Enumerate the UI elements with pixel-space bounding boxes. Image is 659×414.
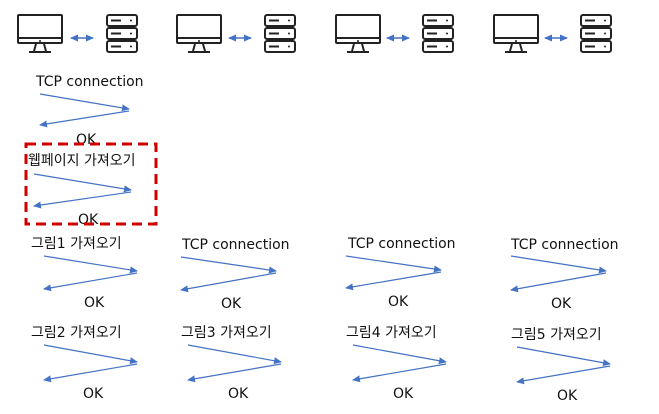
step-label: TCP connection (35, 74, 144, 90)
highlight-box (24, 142, 158, 226)
response-arrow (352, 363, 447, 383)
step-label: 그림3 가져오기 (181, 325, 272, 341)
step-label: 그림1 가져오기 (31, 236, 122, 252)
server-rack-icon (264, 14, 296, 53)
request-arrow (516, 346, 611, 367)
host-pair (493, 14, 612, 53)
desktop-computer-icon (335, 14, 381, 53)
request-arrow (33, 173, 132, 193)
response-arrow (510, 272, 607, 293)
exchange-step: 그림5 가져오기 OK (511, 327, 611, 404)
request-arrow (345, 255, 442, 273)
server-rack-icon (580, 14, 612, 53)
exchange-step: 웹페이지 가져오기 OK (24, 142, 158, 228)
reply-label: OK (551, 296, 572, 312)
desktop-computer-icon (493, 14, 539, 53)
request-arrow (510, 255, 607, 274)
response-arrow (345, 271, 442, 291)
desktop-computer-icon (17, 14, 63, 53)
reply-label: OK (221, 296, 242, 312)
request-arrow (187, 344, 282, 365)
response-arrow (33, 191, 132, 209)
response-arrow (187, 363, 282, 383)
request-arrow (43, 344, 138, 365)
step-label: 그림2 가져오기 (31, 325, 122, 341)
step-label: TCP connection (181, 237, 290, 253)
desktop-computer-icon (176, 14, 222, 53)
response-arrow (43, 272, 138, 292)
request-arrow (352, 344, 447, 365)
reply-label: OK (76, 132, 97, 148)
request-arrow (43, 255, 138, 274)
server-rack-icon (422, 14, 454, 53)
step-label: TCP connection (347, 236, 456, 252)
reply-label: OK (388, 294, 409, 310)
host-pair (335, 14, 454, 53)
step-label: 웹페이지 가져오기 (28, 153, 136, 169)
step-label: 그림5 가져오기 (511, 327, 602, 343)
host-pair (17, 14, 138, 53)
exchange-step: TCP connection OK (510, 237, 619, 312)
reply-label: OK (228, 386, 249, 402)
request-arrow (39, 93, 130, 112)
reply-label: OK (84, 295, 105, 311)
response-arrow (180, 272, 277, 293)
exchange-step: 그림1 가져오기 OK (31, 236, 138, 311)
exchange-step: TCP connection OK (35, 74, 144, 148)
server-rack-icon (106, 14, 138, 53)
response-arrow (516, 365, 611, 385)
reply-label: OK (78, 212, 99, 228)
step-label: 그림4 가져오기 (346, 325, 437, 341)
reply-label: OK (83, 386, 104, 402)
step-label: TCP connection (510, 237, 619, 253)
host-pair (176, 14, 296, 53)
response-arrow (43, 363, 138, 383)
exchange-step: 그림3 가져오기 OK (181, 325, 282, 402)
exchange-step: 그림2 가져오기 OK (31, 325, 138, 402)
reply-label: OK (557, 388, 578, 404)
reply-label: OK (393, 386, 414, 402)
exchange-step: TCP connection OK (345, 236, 456, 310)
exchange-step: 그림4 가져오기 OK (346, 325, 447, 402)
exchange-step: TCP connection OK (180, 237, 290, 312)
request-arrow (180, 256, 277, 274)
response-arrow (39, 110, 130, 128)
